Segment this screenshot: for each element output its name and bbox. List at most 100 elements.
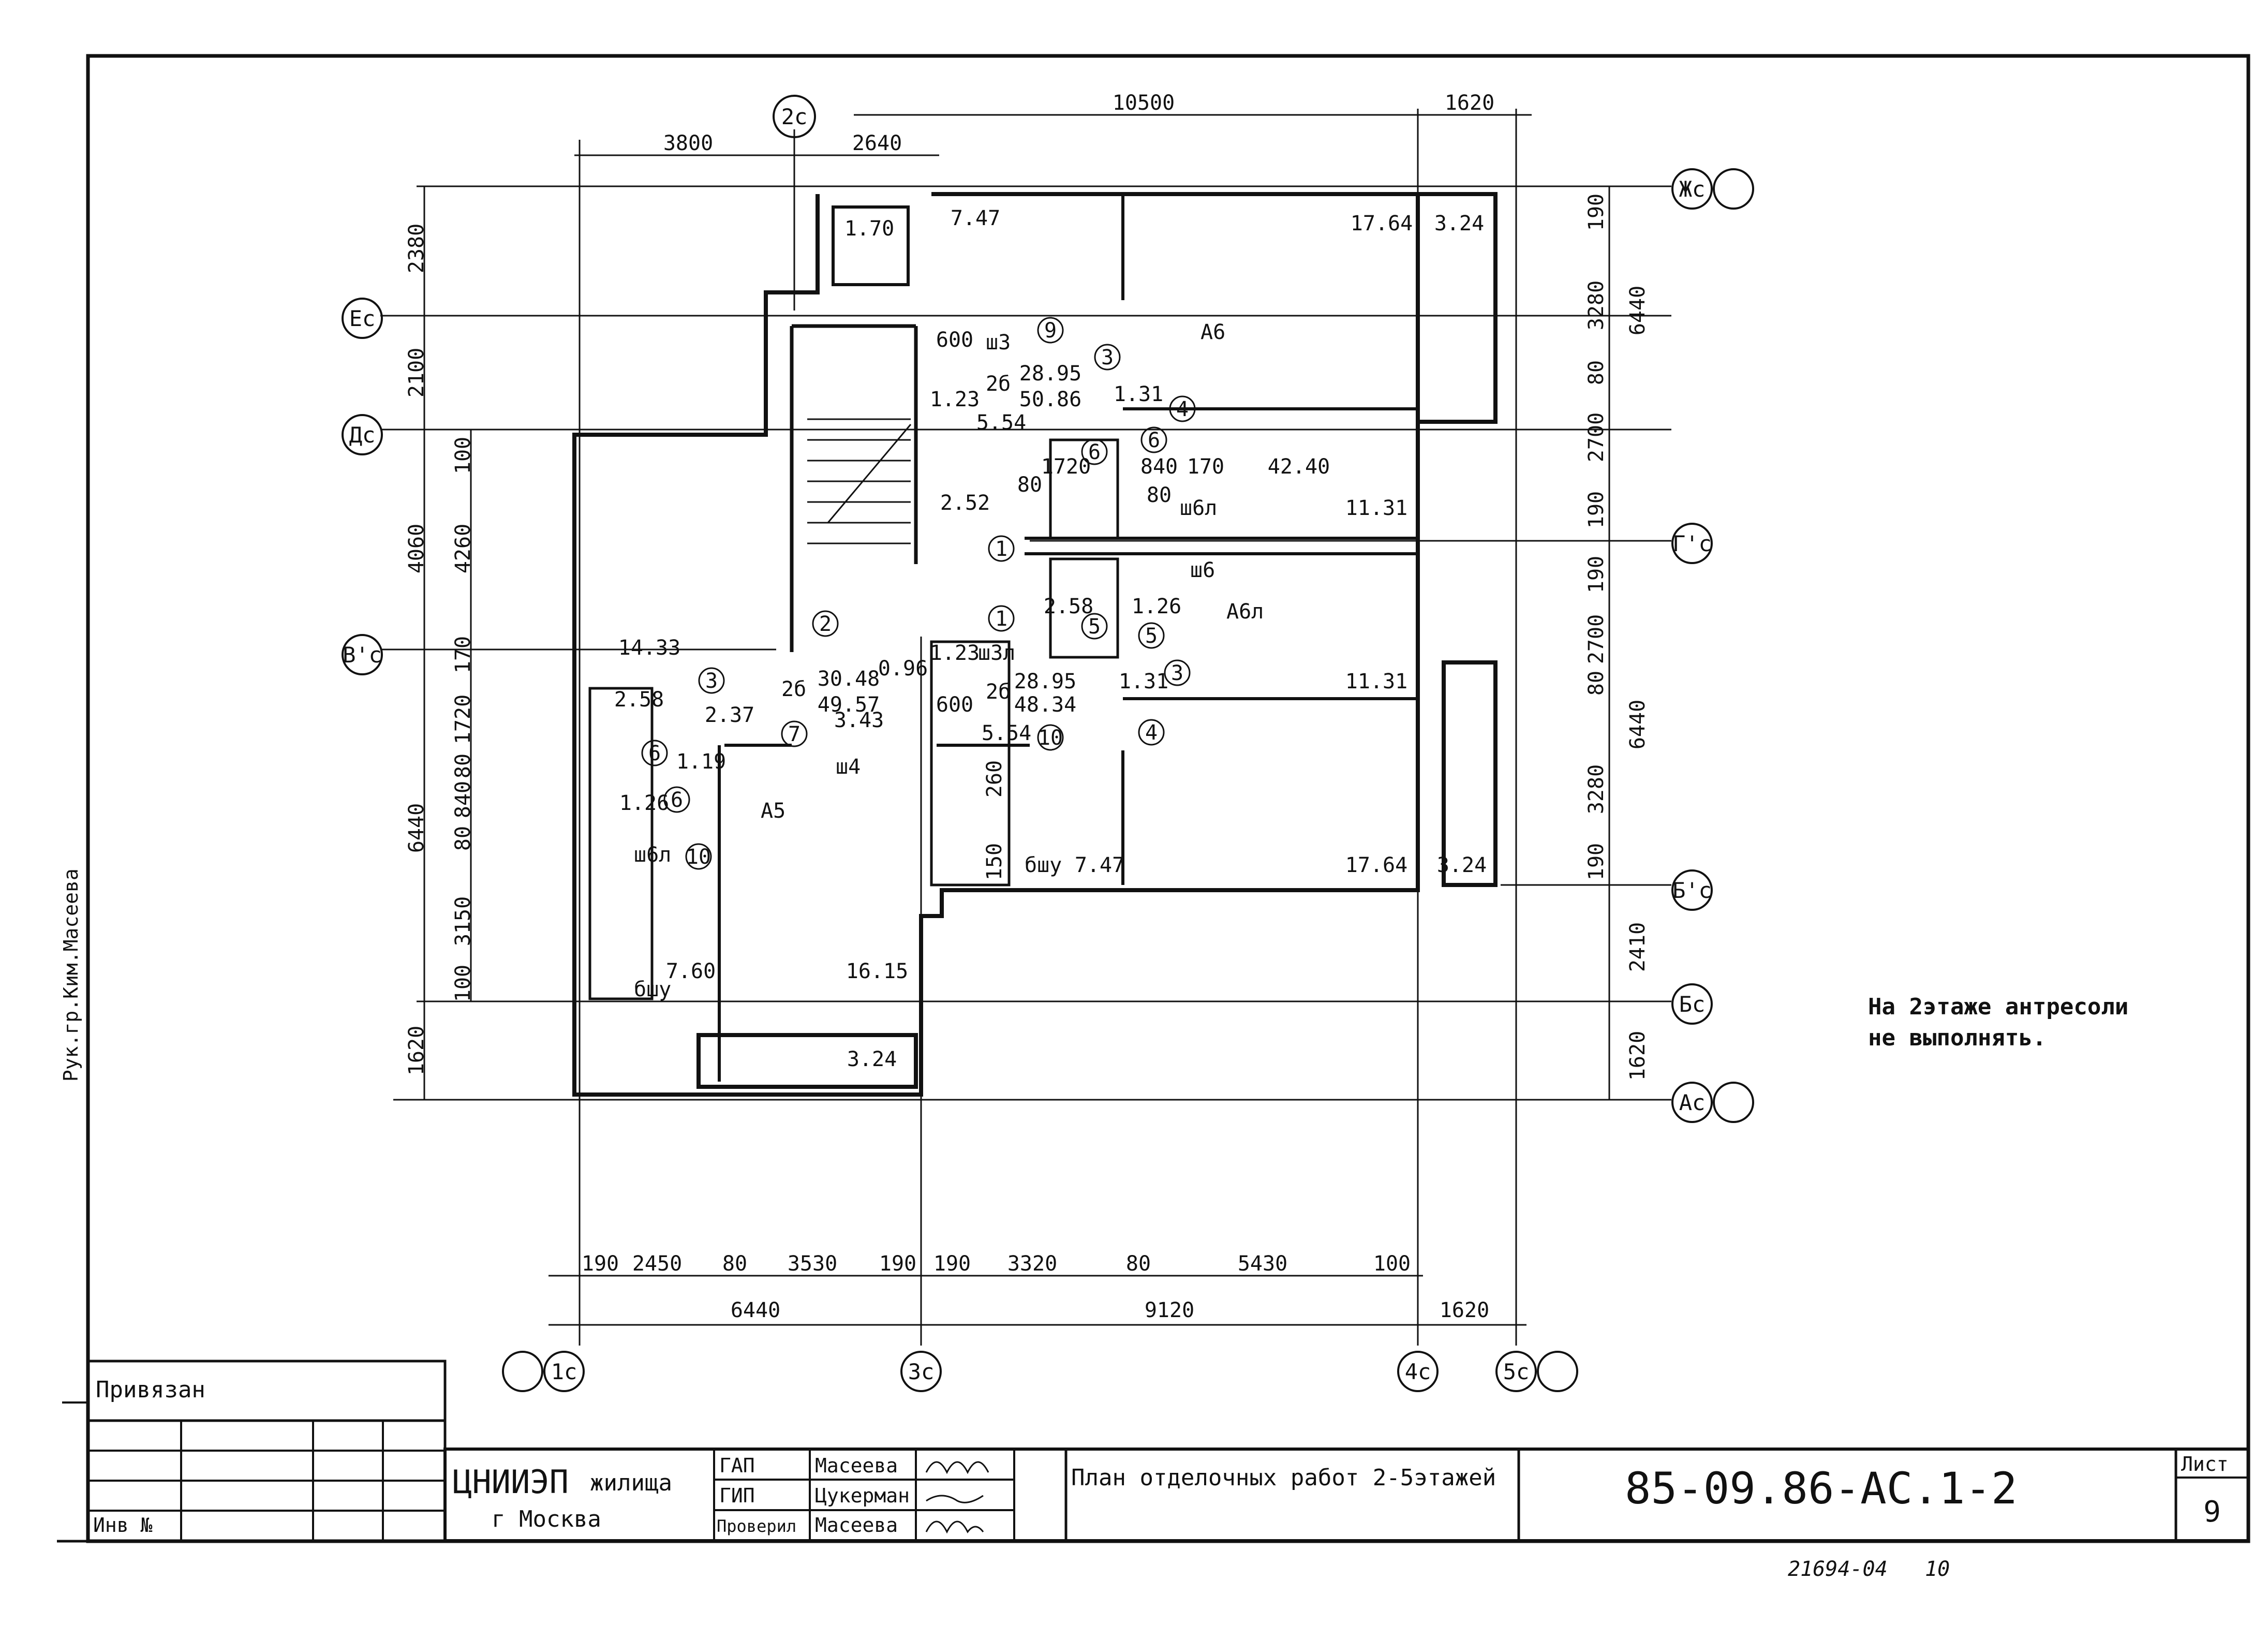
- marker-7: 2: [819, 612, 832, 636]
- axis-label-5c: 5c: [1503, 1359, 1530, 1384]
- label-7: 2б: [986, 680, 1011, 704]
- stamp-org-line2: г Москва: [492, 1506, 601, 1532]
- label-12: бшу: [634, 978, 671, 1001]
- marker-13: 10: [1038, 726, 1063, 750]
- marker-5: 1: [995, 537, 1007, 561]
- dim-bottom-1-5: 190: [933, 1252, 971, 1276]
- label-2: А6: [1200, 320, 1225, 344]
- axis-bubble-v: В'c: [342, 634, 383, 675]
- marker-4: 6: [1148, 429, 1160, 452]
- axis-bubble-5c: 5c: [1495, 1351, 1578, 1392]
- dim-right-9: 6440: [1626, 700, 1650, 749]
- dim-bottom-1-6: 3320: [1007, 1252, 1057, 1276]
- area-25: 2.58: [614, 688, 664, 712]
- room-markers: 9 3 4 6 6 1 1 2 3 5 5 3 4 10 7 6 6 10: [641, 317, 1196, 870]
- area-28: 1.26: [619, 791, 669, 815]
- axis-label-e: Ec: [349, 306, 376, 331]
- area-10: 11.31: [1345, 496, 1407, 520]
- note-line1: На 2этаже антресоли: [1868, 994, 2128, 1020]
- area-2: 17.64: [1351, 212, 1413, 235]
- dim-top-2: 10500: [1113, 91, 1175, 115]
- label-0: ш3: [986, 331, 1011, 355]
- area-15: 0.96: [878, 657, 928, 681]
- stamp-sheet-title: План отделочных работ 2-5этажей: [1071, 1465, 1496, 1491]
- dims-bottom-1: 190 2450 80 3530 190 190 3320 80 5430 10…: [582, 1252, 1489, 1322]
- area-33: 17.64: [1345, 853, 1407, 877]
- label-4: ш6: [1190, 558, 1215, 582]
- label-11: ш6л: [634, 843, 671, 867]
- dim-left-inner-0: 100: [451, 437, 475, 474]
- dim-inner-0: 600: [936, 328, 973, 352]
- area-6: 1.23: [930, 388, 980, 411]
- dim-bottom-1-10: 1620: [1440, 1298, 1489, 1322]
- axis-bubble-b: Бc: [1671, 983, 1713, 1025]
- dim-right-12: 2410: [1626, 922, 1650, 972]
- dim-top-0: 3800: [663, 131, 713, 155]
- dim-inner-6: 600: [936, 693, 973, 717]
- area-21: 11.31: [1345, 670, 1407, 693]
- stamp-name-2: Масеева: [815, 1514, 898, 1537]
- axis-label-d: Дc: [349, 422, 376, 448]
- plan-note: На 2этаже антресоли не выполнять.: [1868, 994, 2128, 1051]
- axis-label-b-prime: Б'c: [1672, 878, 1712, 903]
- dim-left-inner-5: 840: [451, 781, 475, 818]
- label-10: А5: [761, 799, 785, 823]
- dim-right-2: 6440: [1626, 286, 1650, 335]
- area-5: 50.86: [1019, 388, 1081, 411]
- area-23: 5.54: [982, 721, 1031, 745]
- stamp-inv: Инв №: [93, 1514, 153, 1537]
- dims-inner: 600 1720 840 170 80 80 600 260 150: [936, 328, 1224, 880]
- dim-right-3: 80: [1584, 360, 1608, 385]
- marker-2: 4: [1176, 397, 1189, 421]
- dim-left-outer-1: 2100: [405, 348, 428, 397]
- area-29: 7.60: [666, 959, 716, 983]
- axis-bubble-2c: 2c: [773, 95, 816, 138]
- dim-left-inner-8: 100: [451, 965, 475, 1002]
- axis-label-v: В'c: [343, 642, 382, 668]
- dim-bottom-1-3: 3530: [788, 1252, 837, 1276]
- room-areas: 7.47 1.70 17.64 3.24 28.95 50.86 1.23 5.…: [614, 206, 1487, 1071]
- dim-left-outer-3: 6440: [405, 803, 428, 853]
- axis-label-b: Бc: [1679, 992, 1706, 1017]
- area-12: 14.33: [618, 636, 680, 660]
- area-31: 3.24: [847, 1047, 897, 1071]
- area-0: 7.47: [951, 206, 1000, 230]
- label-6: ш3л: [978, 641, 1015, 665]
- area-1: 1.70: [844, 217, 894, 241]
- axis-label-1c: 1c: [551, 1359, 577, 1384]
- dim-right-11: 190: [1584, 843, 1608, 880]
- stamp-org-line1: ЦНИИЭП: [453, 1463, 569, 1501]
- dim-bottom-2-1: 9120: [1145, 1298, 1194, 1322]
- dim-right-4: 2700: [1584, 412, 1608, 462]
- dim-left-inner-7: 3150: [451, 896, 475, 946]
- dim-inner-4: 80: [1017, 473, 1042, 497]
- axis-bubble-a: Ac: [1671, 1082, 1754, 1123]
- dim-right-8: 80: [1584, 671, 1608, 696]
- label-3: ш6л: [1180, 496, 1217, 520]
- axis-bubble-d: Дc: [342, 414, 383, 455]
- axis-bubble-4c: 4c: [1397, 1351, 1439, 1392]
- area-34: 3.24: [1437, 853, 1487, 877]
- dims-right: 190 3280 6440 80 2700 190 190 2700 80 64…: [1584, 194, 1650, 1081]
- title-block: [86, 1360, 2250, 1542]
- dims-top: 3800 2640 10500 1620: [663, 91, 1494, 155]
- stamp-name-1: Цукерман: [815, 1484, 910, 1507]
- room-labels: ш3 2б А6 ш6л ш6 А6л ш3л 2б 2б ш4 А5 ш6л …: [634, 320, 1264, 1001]
- area-3: 3.24: [1434, 212, 1484, 235]
- dim-bottom-1-1: 2450: [632, 1252, 682, 1276]
- area-22: 1.23: [930, 641, 980, 665]
- dim-inner-2: 840: [1140, 455, 1178, 479]
- dim-bottom-1-4: 190: [879, 1252, 916, 1276]
- marker-17: 10: [686, 845, 711, 869]
- dim-right-6: 190: [1584, 556, 1608, 593]
- dimension-lines: [423, 114, 1610, 1326]
- marker-11: 3: [1171, 661, 1183, 685]
- dim-left-inner-4: 80: [451, 754, 475, 778]
- label-8: 2б: [781, 677, 806, 701]
- area-16: 3.43: [834, 708, 884, 732]
- stamp-org-line1b: жилища: [590, 1470, 672, 1496]
- axis-label-3c: 3c: [908, 1359, 935, 1384]
- dim-right-5: 190: [1584, 491, 1608, 528]
- area-32: 7.47: [1075, 853, 1124, 877]
- stamp-sheet-label: Лист: [2181, 1453, 2229, 1475]
